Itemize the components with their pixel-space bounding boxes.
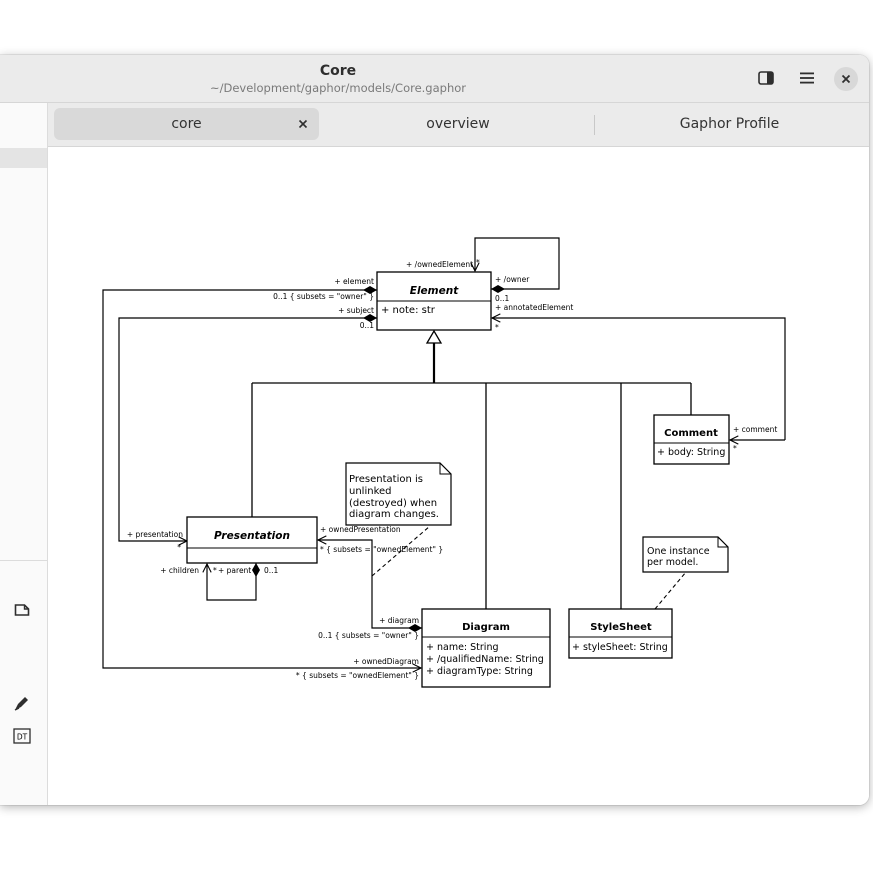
label-subject: + subject <box>338 306 374 315</box>
tab-overview[interactable]: overview <box>323 108 593 140</box>
note-line: Presentation is <box>349 474 423 485</box>
label-element: + element <box>334 277 374 286</box>
class-attribute: + body: String <box>657 447 725 458</box>
main-menu-button[interactable] <box>793 65 821 91</box>
diagram-type-tool[interactable]: DT <box>12 726 32 746</box>
composition-diamond <box>363 286 377 294</box>
composition-diamond <box>408 624 422 632</box>
class-attribute: + styleSheet: String <box>572 642 668 653</box>
note-tool[interactable] <box>12 600 32 620</box>
label-children: + children <box>160 566 199 575</box>
window-title: Core <box>319 63 357 79</box>
label-parent: + parent <box>218 566 251 575</box>
note-line: One instance <box>647 546 710 557</box>
association-labels: + /ownedElement * + /owner 0..1 + elemen… <box>127 258 778 680</box>
note-line: (destroyed) when <box>349 498 437 509</box>
tab-label: Gaphor Profile <box>679 116 780 132</box>
class-stylesheet[interactable]: StyleSheet + styleSheet: String <box>568 608 673 659</box>
label-presentation: + presentation <box>127 530 183 539</box>
label-owned-diagram-mult: * { subsets = "ownedElement" } <box>296 671 419 680</box>
label-subject-mult: 0..1 <box>360 321 375 330</box>
composition-diamond <box>363 314 377 322</box>
label-element-mult: 0..1 { subsets = "owner" } <box>273 292 374 301</box>
class-element[interactable]: Element + note: str <box>376 271 492 331</box>
class-attribute: + note: str <box>381 305 436 316</box>
parent-children-line[interactable] <box>207 563 257 601</box>
class-presentation[interactable]: Presentation <box>186 516 318 564</box>
label-owner-mult: 0..1 <box>495 294 510 303</box>
note-presentation[interactable]: Presentation is unlinked (destroyed) whe… <box>345 462 452 526</box>
label-owned-element: + /ownedElement <box>406 260 473 269</box>
composition-diamond <box>491 285 505 293</box>
tab-core[interactable]: core <box>54 108 319 140</box>
tab-gaphor-profile[interactable]: Gaphor Profile <box>596 108 863 140</box>
label-owned-diagram: + ownedDiagram <box>353 657 419 666</box>
sidebar-toggle-icon <box>758 71 774 85</box>
close-window-button[interactable] <box>834 67 858 91</box>
note-line: unlinked <box>349 486 392 497</box>
label-comment: + comment <box>733 425 777 434</box>
window-subtitle: ~/Development/gaphor/models/Core.gaphor <box>209 81 467 95</box>
note-line: per model. <box>647 557 698 568</box>
owner-association-line[interactable] <box>475 237 560 290</box>
uml-diagram[interactable]: Element + note: str Comment + body: Stri… <box>48 147 869 805</box>
class-name: Diagram <box>462 622 510 633</box>
class-comment[interactable]: Comment + body: String <box>653 414 730 465</box>
sidebar-selected-row[interactable] <box>0 148 47 168</box>
label-presentation-mult: * <box>177 543 181 552</box>
label-comment-mult: * <box>733 444 737 453</box>
class-attribute: + /qualifiedName: String <box>426 654 544 665</box>
hamburger-menu-icon <box>800 72 814 84</box>
element-owneddiagram-line[interactable] <box>102 289 421 668</box>
tab-bar: core overview Gaphor Profile <box>48 103 869 147</box>
label-owned-presentation-mult: * { subsets = "ownedElement" } <box>320 545 443 554</box>
note-line: diagram changes. <box>349 509 439 520</box>
diagram-ownedpresentation-line[interactable] <box>318 540 422 629</box>
class-attribute: + name: String <box>426 642 499 653</box>
class-name: StyleSheet <box>590 622 652 633</box>
label-owned-element-mult: * <box>476 258 480 267</box>
label-diagram-mult: 0..1 { subsets = "owner" } <box>318 631 419 640</box>
pen-icon <box>14 697 28 711</box>
diagram-canvas[interactable]: Element + note: str Comment + body: Stri… <box>48 147 869 805</box>
class-attribute: + diagramType: String <box>426 666 533 677</box>
label-children-mult: * <box>213 566 217 575</box>
label-annotated-element: + annotatedElement <box>495 303 573 312</box>
subject-presentation-line[interactable] <box>118 317 377 541</box>
generalization-arrow <box>425 329 443 344</box>
toggle-sidebar-button[interactable] <box>752 65 780 91</box>
label-parent-mult: 0..1 <box>264 566 279 575</box>
class-name: Comment <box>664 428 718 439</box>
tab-close-button[interactable] <box>295 116 311 132</box>
annotated-element-line[interactable] <box>492 318 786 440</box>
diagram-type-icon: DT <box>13 728 31 744</box>
tab-separator <box>594 115 595 135</box>
class-diagram[interactable]: Diagram + name: String + /qualifiedName:… <box>421 608 551 688</box>
sidebar: DT <box>0 103 48 805</box>
class-name: Presentation <box>214 530 290 542</box>
header-bar: Core ~/Development/gaphor/models/Core.ga… <box>0 55 869 103</box>
note-anchor <box>371 525 431 577</box>
generalization-branches <box>251 383 692 609</box>
note-anchor <box>654 571 687 610</box>
class-name: Element <box>410 285 459 297</box>
close-icon <box>298 119 308 129</box>
label-diagram: + diagram <box>379 616 419 625</box>
tab-label: overview <box>426 116 490 132</box>
label-annotated-mult: * <box>495 323 499 332</box>
close-icon <box>841 74 851 84</box>
sidebar-separator <box>0 560 47 561</box>
pen-tool[interactable] <box>12 693 32 713</box>
note-stylesheet[interactable]: One instance per model. <box>642 536 729 573</box>
diagram-type-label: DT <box>17 733 28 742</box>
composition-diamond <box>252 563 260 577</box>
label-owner: + /owner <box>495 275 530 284</box>
app-window: Core ~/Development/gaphor/models/Core.ga… <box>0 55 869 805</box>
tab-label: core <box>171 116 202 132</box>
label-owned-presentation: + ownedPresentation <box>320 525 401 534</box>
note-icon <box>14 604 30 616</box>
